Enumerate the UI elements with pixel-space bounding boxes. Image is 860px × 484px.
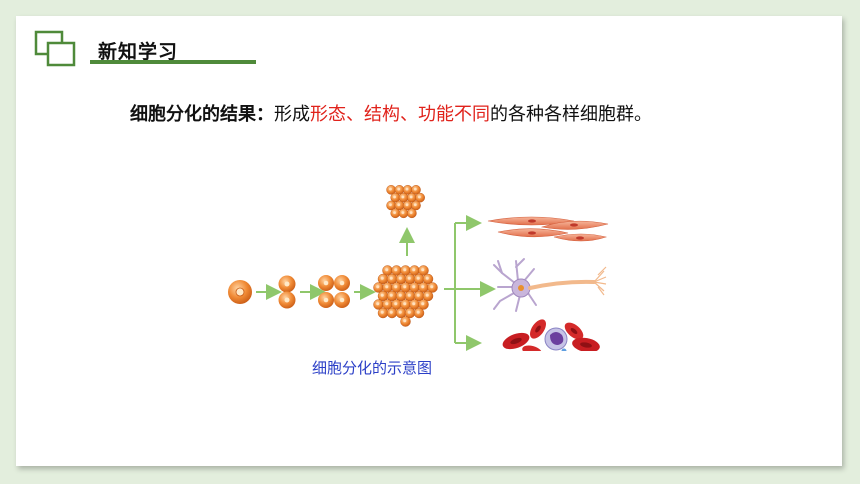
cell-nucleus: [380, 310, 384, 314]
figure-caption: 细胞分化的示意图: [312, 359, 433, 377]
cell-nucleus: [416, 293, 420, 297]
two-cell-stage: [278, 275, 296, 309]
slide: 新知学习 细胞分化的结果：形成形态、结构、功能不同的各种各样细胞群。: [16, 16, 842, 466]
cell-nucleus: [405, 187, 409, 191]
cell-nucleus: [398, 276, 402, 280]
cell-nucleus: [412, 268, 416, 272]
cell-nucleus: [430, 285, 434, 289]
zygote-cell: [228, 280, 252, 304]
branch-arrows: [444, 215, 496, 351]
cell-nucleus: [380, 293, 384, 297]
cell-nucleus: [407, 276, 411, 280]
cell-nucleus: [409, 195, 413, 199]
cell-nucleus: [416, 276, 420, 280]
cell-nucleus: [394, 285, 398, 289]
cell-nucleus: [389, 187, 392, 191]
cell-nucleus: [393, 195, 396, 199]
cell-nucleus: [394, 268, 398, 272]
small-cell-cluster: [386, 185, 425, 219]
cell-nucleus: [397, 203, 401, 207]
cell-nucleus: [394, 302, 398, 306]
section-heading: 新知学习: [98, 41, 179, 63]
sentence-highlight: 形态、结构、功能不同: [310, 104, 490, 125]
cell-nucleus: [401, 195, 405, 199]
cell-nucleus: [421, 302, 425, 306]
cell-nucleus: [418, 195, 421, 199]
cell-nucleus: [385, 302, 389, 306]
cell-nucleus: [385, 268, 389, 272]
cell-nucleus: [403, 302, 407, 306]
cell-nucleus: [407, 293, 411, 297]
section-logo-icon: [34, 30, 76, 67]
cell-nucleus: [389, 203, 392, 207]
result-sentence: 细胞分化的结果：形成形态、结构、功能不同的各种各样细胞群。: [130, 100, 652, 126]
sentence-lead: 细胞分化的结果：: [130, 104, 274, 125]
cell-differentiation-diagram: [228, 185, 609, 351]
cell-nucleus: [398, 293, 402, 297]
cell-nucleus: [397, 187, 401, 191]
four-cell-stage: [318, 275, 350, 308]
cell-nucleus: [421, 268, 425, 272]
cell-nucleus: [409, 211, 413, 214]
cell-nucleus: [389, 293, 393, 297]
cell-nucleus: [403, 285, 407, 289]
neuron-cell: [493, 258, 607, 312]
cell-nucleus: [421, 285, 425, 289]
cell-nucleus: [403, 319, 407, 323]
cell-nucleus: [398, 310, 402, 314]
cell-nucleus: [403, 268, 407, 272]
cell-nucleus: [412, 302, 416, 306]
cell-nucleus: [425, 293, 429, 297]
sentence-part-1: 形成: [274, 104, 310, 125]
cell-nucleus: [376, 302, 380, 306]
cell-nucleus: [425, 276, 429, 280]
cell-nucleus: [412, 285, 416, 289]
sentence-part-2: 的各种各样细胞群。: [490, 104, 652, 125]
cell-nucleus: [389, 310, 393, 314]
cell-nucleus: [389, 276, 393, 280]
cell-cluster: [373, 265, 438, 327]
blood-cells: [502, 319, 600, 351]
muscle-cells: [487, 216, 609, 242]
cell-nucleus: [413, 187, 417, 191]
cell-nucleus: [407, 310, 411, 314]
cell-nucleus: [401, 211, 405, 214]
cell-nucleus: [393, 211, 396, 214]
cell-nucleus: [385, 285, 389, 289]
cell-nucleus: [413, 203, 417, 207]
cell-nucleus: [416, 310, 420, 314]
heading-underline: [90, 60, 256, 64]
cell-nucleus: [376, 285, 380, 289]
cell-nucleus: [380, 276, 384, 280]
cell-nucleus: [405, 203, 409, 207]
